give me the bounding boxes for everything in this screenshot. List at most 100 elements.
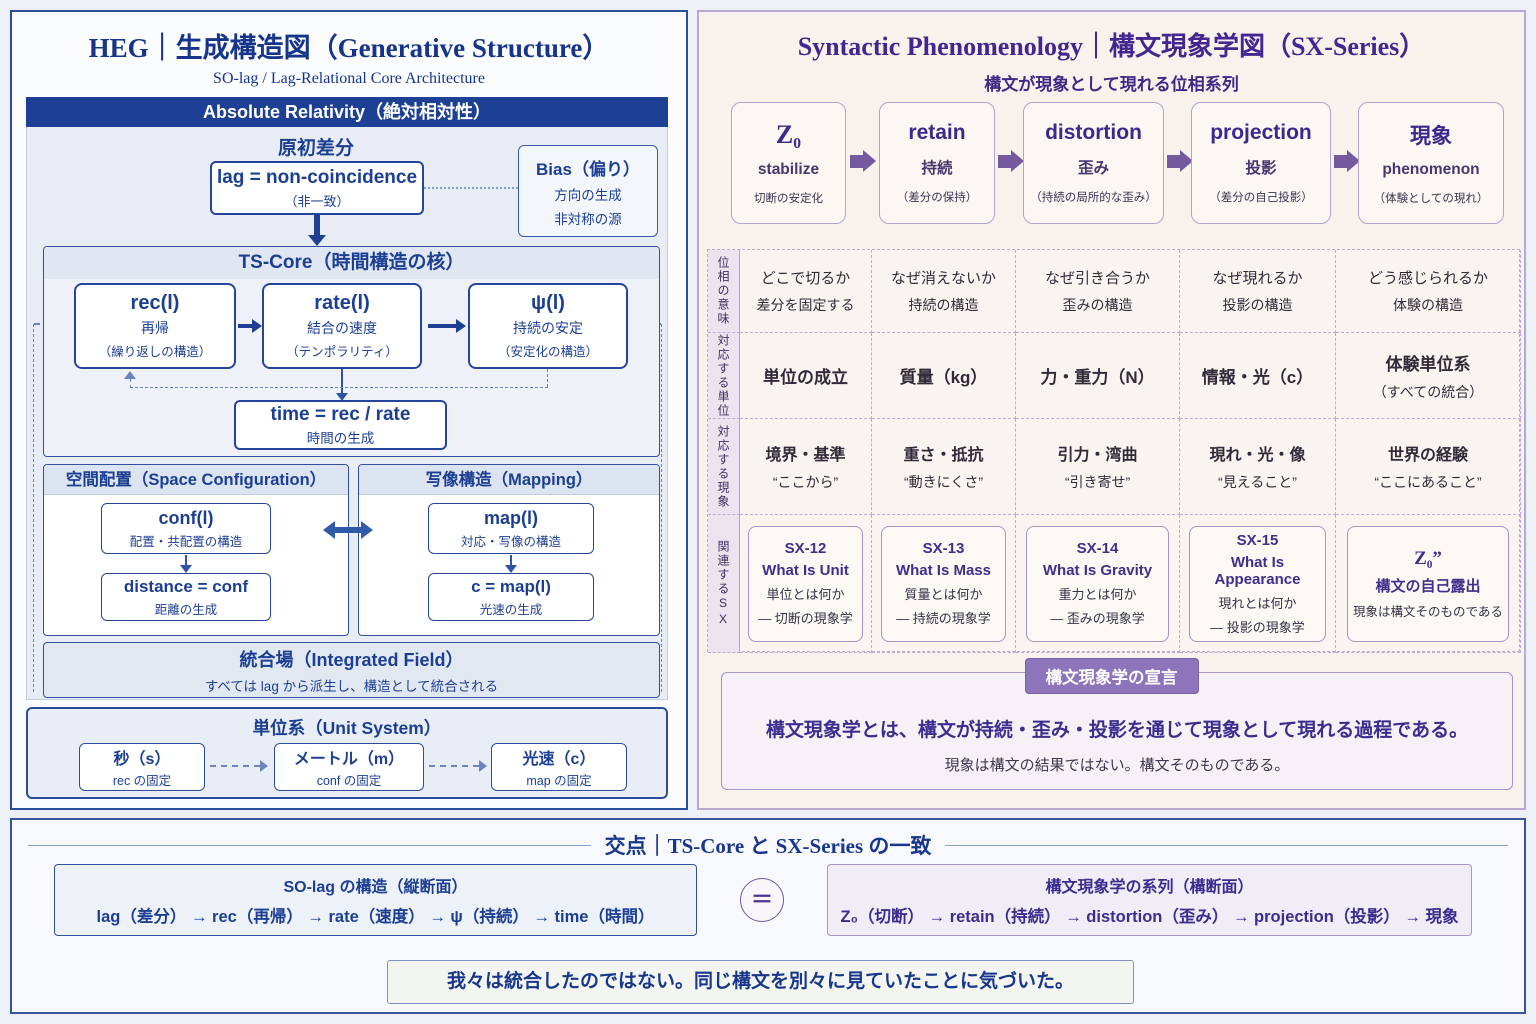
lightspeed-title: 光速（c） (522, 751, 596, 768)
table-cell: 引力・湾曲“引き寄せ” (1016, 419, 1180, 515)
rate-title: rate(l) (314, 292, 370, 314)
heg-subtitle: SO-lag / Lag-Relational Core Architectur… (213, 70, 485, 87)
row-header-phenomenon: 対応する現象 (708, 419, 740, 515)
lag-subtitle: （非一致） (284, 193, 350, 209)
map-c-arrow-icon (505, 565, 517, 573)
left-feedback-line (33, 324, 34, 692)
distance-title: distance = conf (123, 576, 249, 596)
rec-feedback-vline (130, 379, 131, 388)
so-lag-structure-title: SO-lag の構造（縦断面） (283, 879, 468, 896)
unit-system-box: 単位系（Unit System） 秒（s） rec の固定 メートル（m） co… (26, 707, 668, 799)
row-header-label: 対応する現象 (716, 424, 730, 509)
flow-distortion-mid: 歪み (1077, 160, 1109, 177)
sx-title: Syntactic Phenomenology｜構文現象学図（SX-Series… (797, 32, 1426, 61)
space-config-box: 空間配置（Space Configuration） conf(l) 配置・共配置… (43, 464, 349, 636)
table-cell: どこで切るか差分を固定する (740, 250, 872, 333)
flow-distortion-title: distortion (1045, 121, 1142, 144)
table-cell: SX-14 What Is Gravity 重力とは何か ― 歪みの現象学 (1016, 515, 1180, 653)
sx-series-title: 構文現象学の系列（構断面） (1045, 879, 1254, 896)
table-cell: 世界の経験“ここにあること” (1336, 419, 1521, 515)
flow-phenomenon-box: 現象 phenomenon （体験としての現れ） (1358, 102, 1504, 224)
mapping-title: 写像構造（Mapping） (359, 465, 659, 495)
table-cell: SX-15 What Is Appearance 現れとは何か ― 投影の現象学 (1180, 515, 1336, 653)
table-cell: 体験単位系（すべての統合） (1336, 333, 1521, 419)
flow-z0-mid: stabilize (757, 161, 820, 178)
flow-z0-title: Z₀ (775, 120, 802, 149)
psi-feedback-vline (547, 369, 548, 387)
table-cell: なぜ引き合うか歪みの構造 (1016, 250, 1180, 333)
intersection-panel: 交点｜TS-Core と SX-Series の一致 SO-lag の構造（縦断… (10, 818, 1526, 1014)
flow-projection-box: projection 投影 （差分の自己投影） (1191, 102, 1331, 224)
heg-title: HEG｜生成構造図（Generative Structure） (88, 33, 610, 63)
row-header-label: 位相の意味 (716, 256, 730, 326)
declaration-line1: 構文現象学とは、構文が持続・歪み・投影を通じて現象として現れる過程である。 (765, 720, 1469, 741)
so-lag-structure-box: SO-lag の構造（縦断面） lag（差分） → rec（再帰） → rate… (54, 864, 697, 936)
flow-retain-box: retain 持続 （差分の保持） (879, 102, 995, 224)
rec-line1: 再帰 (141, 320, 169, 336)
table-cell: Z₀” 構文の自己露出 現象は構文そのものである (1336, 515, 1521, 653)
lag-box: lag = non-coincidence （非一致） (210, 161, 424, 215)
rate-box: rate(l) 結合の速度 （テンポラリティ） (262, 283, 422, 369)
flow-phenomenon-title: 現象 (1410, 125, 1452, 148)
c-line: 光速の生成 (479, 602, 543, 617)
bias-line1: 方向の生成 (554, 187, 622, 203)
absolute-relativity-body: 原初差分 lag = non-coincidence （非一致） Bias（偏り… (26, 127, 668, 700)
equals-icon: ＝ (740, 878, 784, 922)
rule-line (945, 844, 1508, 846)
sx-table: 位相の意味 どこで切るか差分を固定する なぜ消えないか持続の構造 なぜ引き合うか… (707, 249, 1521, 653)
rec-title: rec(l) (130, 292, 180, 314)
flow-z0-sub: 切断の安定化 (754, 193, 823, 205)
flow-projection-mid: 投影 (1245, 160, 1277, 177)
map-line: 対応・写像の構造 (460, 534, 561, 549)
bias-title: Bias（偏り） (536, 159, 640, 179)
flow-projection-title: projection (1210, 121, 1312, 144)
flow-arrow-icon (1334, 150, 1360, 172)
flow-projection-sub: （差分の自己投影） (1209, 192, 1313, 204)
integrated-field-box: 統合場（Integrated Field） すべては lag から派生し、構造と… (43, 642, 660, 698)
sx-series-flow: Z₀（切断） → retain（持続） → distortion（歪み） → p… (840, 908, 1459, 926)
heg-panel: HEG｜生成構造図（Generative Structure） SO-lag /… (10, 10, 688, 810)
rate-line2: （テンポラリティ） (286, 345, 398, 359)
sx-series-box: 構文現象学の系列（構断面） Z₀（切断） → retain（持続） → dist… (827, 864, 1472, 936)
lightspeed-line: map の固定 (526, 774, 592, 788)
space-config-title: 空間配置（Space Configuration） (44, 465, 348, 495)
flow-phenomenon-sub: （体験としての現れ） (1373, 193, 1489, 205)
declaration-line2: 現象は構文の結果ではない。構文そのものである。 (944, 757, 1290, 774)
time-box: time = rec / rate 時間の生成 (234, 400, 447, 450)
map-box: map(l) 対応・写像の構造 (428, 503, 594, 554)
table-cell: なぜ現れるか投影の構造 (1180, 250, 1336, 333)
lightspeed-box: 光速（c） map の固定 (491, 743, 627, 791)
absolute-relativity-header: Absolute Relativity（絶対相対性） (26, 97, 668, 127)
conclusion-quote: 我々は統合したのではない。同じ構文を別々に見ていたことに気づいた。 (387, 960, 1134, 1004)
ts-core-box: TS-Core（時間構造の核） rec(l) 再帰 （繰り返しの構造） rate… (43, 246, 660, 457)
declaration-badge: 構文現象学の宣言 (1024, 658, 1199, 694)
table-cell: 情報・光（c） (1180, 333, 1336, 419)
c-title: c = map(l) (471, 576, 551, 596)
table-cell: 重さ・抵抗“動きにくさ” (872, 419, 1016, 515)
conf-distance-arrow-icon (180, 565, 192, 573)
flow-retain-title: retain (908, 121, 966, 144)
feedback-hline (130, 387, 548, 388)
rec-line2: （繰り返しの構造） (98, 345, 212, 359)
z0-exposure-box: Z₀” 構文の自己露出 現象は構文そのものである (1347, 525, 1509, 642)
rate-time-arrow-icon (336, 393, 348, 401)
map-c-line (510, 555, 512, 567)
right-feedback-line (661, 324, 662, 692)
rec-box: rec(l) 再帰 （繰り返しの構造） (74, 283, 236, 369)
row-header-unit: 対応する単位 (708, 333, 740, 419)
flow-arrow-icon (850, 150, 876, 172)
so-lag-structure-flow: lag（差分） → rec（再帰） → rate（速度） → ψ（持続） → t… (96, 908, 655, 926)
row-header-phase-meaning: 位相の意味 (708, 250, 740, 333)
psi-box: ψ(l) 持続の安定 （安定化の構造） (468, 283, 628, 369)
conf-title: conf(l) (158, 507, 214, 528)
flow-arrow-icon (1167, 150, 1193, 172)
sx14-box: SX-14 What Is Gravity 重力とは何か ― 歪みの現象学 (1025, 525, 1170, 642)
second-meter-arrow-icon (210, 760, 268, 772)
flow-arrow-icon (998, 150, 1024, 172)
lag-bias-connector (424, 187, 518, 189)
conf-line: 配置・共配置の構造 (129, 534, 243, 549)
rec-rate-arrow-icon (238, 319, 262, 333)
table-cell: 単位の成立 (740, 333, 872, 419)
genesis-label: 原初差分 (277, 138, 354, 159)
second-box: 秒（s） rec の固定 (79, 743, 205, 791)
